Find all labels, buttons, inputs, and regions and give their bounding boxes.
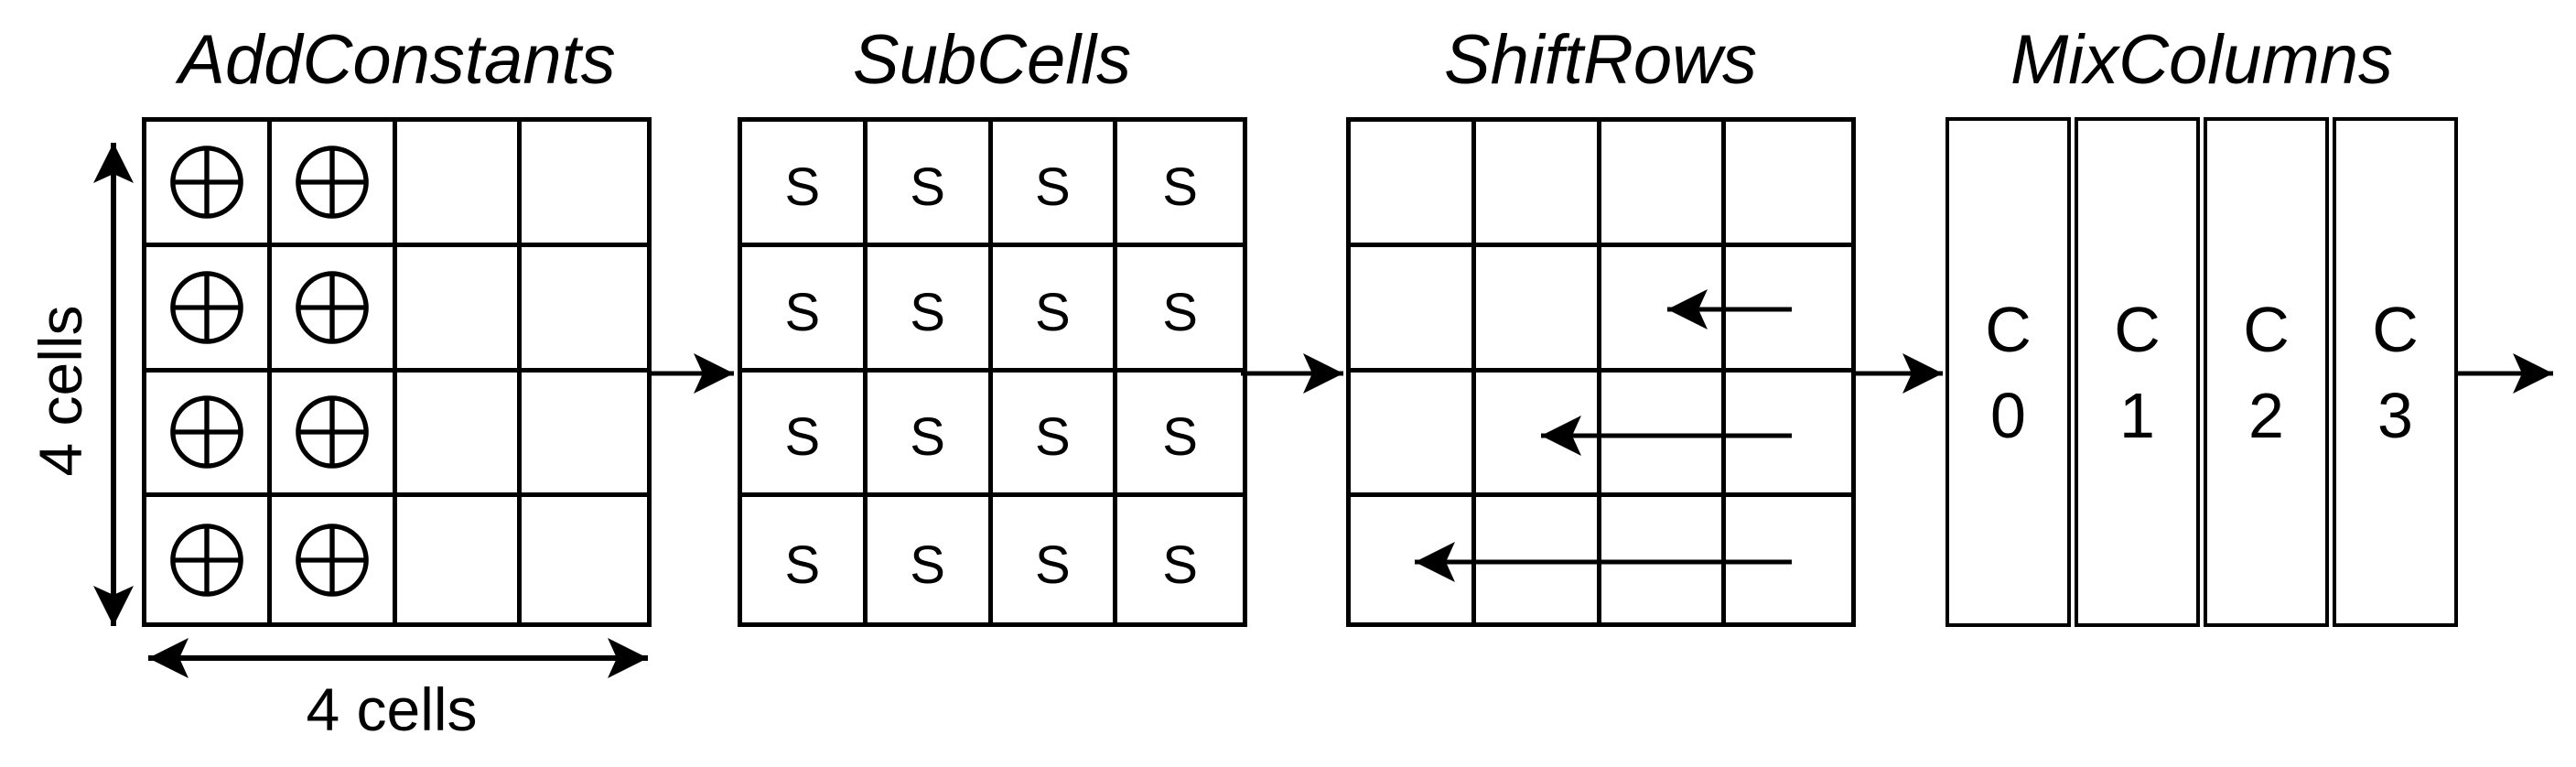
sbox-label: S	[1035, 535, 1071, 595]
sbox-label: S	[1035, 407, 1071, 468]
mix-column-label-letter: C	[1985, 293, 2032, 365]
grid-cell: S	[1117, 373, 1243, 498]
grid-cell	[146, 246, 272, 373]
sbox-label: S	[910, 282, 945, 342]
grid-cell	[397, 497, 523, 622]
sbox-label: S	[910, 535, 945, 595]
grid-cell	[1351, 497, 1476, 622]
sbox-label: S	[1162, 407, 1198, 468]
grid-cell	[1726, 497, 1851, 622]
grid-cell	[1601, 372, 1727, 498]
mix-column-label-index: 3	[2377, 379, 2413, 451]
grid-cell	[1475, 122, 1601, 247]
grid-cell	[1601, 497, 1727, 622]
xor-icon	[170, 523, 243, 597]
grid-cell	[1475, 372, 1601, 498]
sbox-label: S	[910, 407, 945, 468]
mixcolumns-state-grid: C 0 C 1 C 2 C 3	[1945, 117, 2458, 627]
sbox-label: S	[784, 407, 821, 468]
grid-cell	[522, 122, 647, 247]
grid-cell: S	[742, 246, 868, 373]
mix-column: C 2	[2204, 117, 2329, 627]
stage-title-subcells: SubCells	[852, 21, 1132, 99]
mix-column: C 1	[2075, 117, 2200, 627]
grid-cell	[1475, 246, 1601, 373]
sbox-label: S	[1035, 157, 1071, 217]
mix-column-label-letter: C	[2243, 293, 2290, 365]
xor-icon	[170, 270, 243, 344]
sbox-label: S	[1035, 282, 1071, 342]
grid-cell	[1351, 372, 1476, 498]
grid-cell	[146, 372, 272, 498]
xor-icon	[295, 523, 369, 597]
grid-cell	[1351, 246, 1476, 373]
stage-title-addconstants: AddConstants	[178, 21, 616, 99]
grid-cell: S	[992, 372, 1118, 498]
grid-cell: S	[742, 122, 868, 247]
grid-cell	[1726, 247, 1851, 373]
grid-cell: S	[868, 497, 993, 622]
shiftrows-state-grid	[1346, 117, 1856, 627]
grid-cell: S	[867, 372, 993, 498]
sbox-label: S	[784, 282, 821, 342]
grid-cell	[522, 247, 647, 373]
grid-cell	[1351, 122, 1476, 247]
sbox-label: S	[1162, 535, 1198, 595]
mix-column-label-letter: C	[2114, 293, 2161, 365]
grid-cell: S	[867, 122, 993, 247]
grid-cell	[1476, 497, 1601, 622]
sbox-label: S	[784, 157, 821, 217]
grid-cell	[396, 122, 523, 247]
width-dimension-label: 4 cells	[306, 675, 478, 743]
xor-icon	[295, 395, 369, 470]
grid-cell	[522, 373, 647, 498]
stage-title-mixcolumns: MixColumns	[2010, 21, 2394, 99]
mix-column: C 0	[1945, 117, 2071, 627]
sbox-label: S	[784, 535, 821, 595]
mix-column-label-index: 0	[1990, 379, 2026, 451]
mix-column-label-index: 2	[2248, 379, 2284, 451]
grid-cell	[1601, 122, 1727, 247]
sbox-label: S	[910, 157, 945, 217]
grid-cell	[271, 246, 397, 373]
grid-cell: S	[992, 246, 1118, 373]
grid-cell: S	[993, 497, 1118, 622]
xor-icon	[295, 270, 369, 344]
xor-icon	[170, 146, 243, 219]
grid-cell	[146, 497, 272, 622]
grid-cell	[271, 372, 397, 498]
addconstants-state-grid	[142, 117, 652, 627]
grid-cell	[1726, 122, 1851, 247]
grid-cell	[522, 497, 647, 622]
xor-icon	[170, 395, 243, 470]
grid-cell: S	[992, 122, 1118, 247]
grid-cell: S	[867, 246, 993, 373]
grid-cell	[146, 122, 272, 247]
grid-cell	[396, 246, 523, 373]
grid-cell	[271, 122, 397, 247]
grid-cell: S	[1117, 497, 1243, 622]
subcells-state-grid: S S S S S S S S S S S S S S S S	[738, 117, 1247, 627]
stage-title-shiftrows: ShiftRows	[1443, 21, 1758, 99]
mix-column: C 3	[2333, 117, 2458, 627]
mix-column-label-letter: C	[2372, 293, 2419, 365]
grid-cell	[272, 497, 397, 622]
grid-cell	[1726, 373, 1851, 498]
sbox-label: S	[1162, 282, 1198, 342]
grid-cell	[1601, 246, 1727, 373]
grid-cell: S	[1117, 247, 1243, 373]
height-dimension-label: 4 cells	[27, 305, 94, 477]
grid-cell: S	[742, 497, 868, 622]
xor-icon	[295, 146, 369, 219]
grid-cell: S	[1117, 122, 1243, 247]
grid-cell	[396, 372, 523, 498]
grid-cell: S	[742, 372, 868, 498]
mix-column-label-index: 1	[2119, 379, 2155, 451]
sbox-label: S	[1162, 157, 1198, 217]
